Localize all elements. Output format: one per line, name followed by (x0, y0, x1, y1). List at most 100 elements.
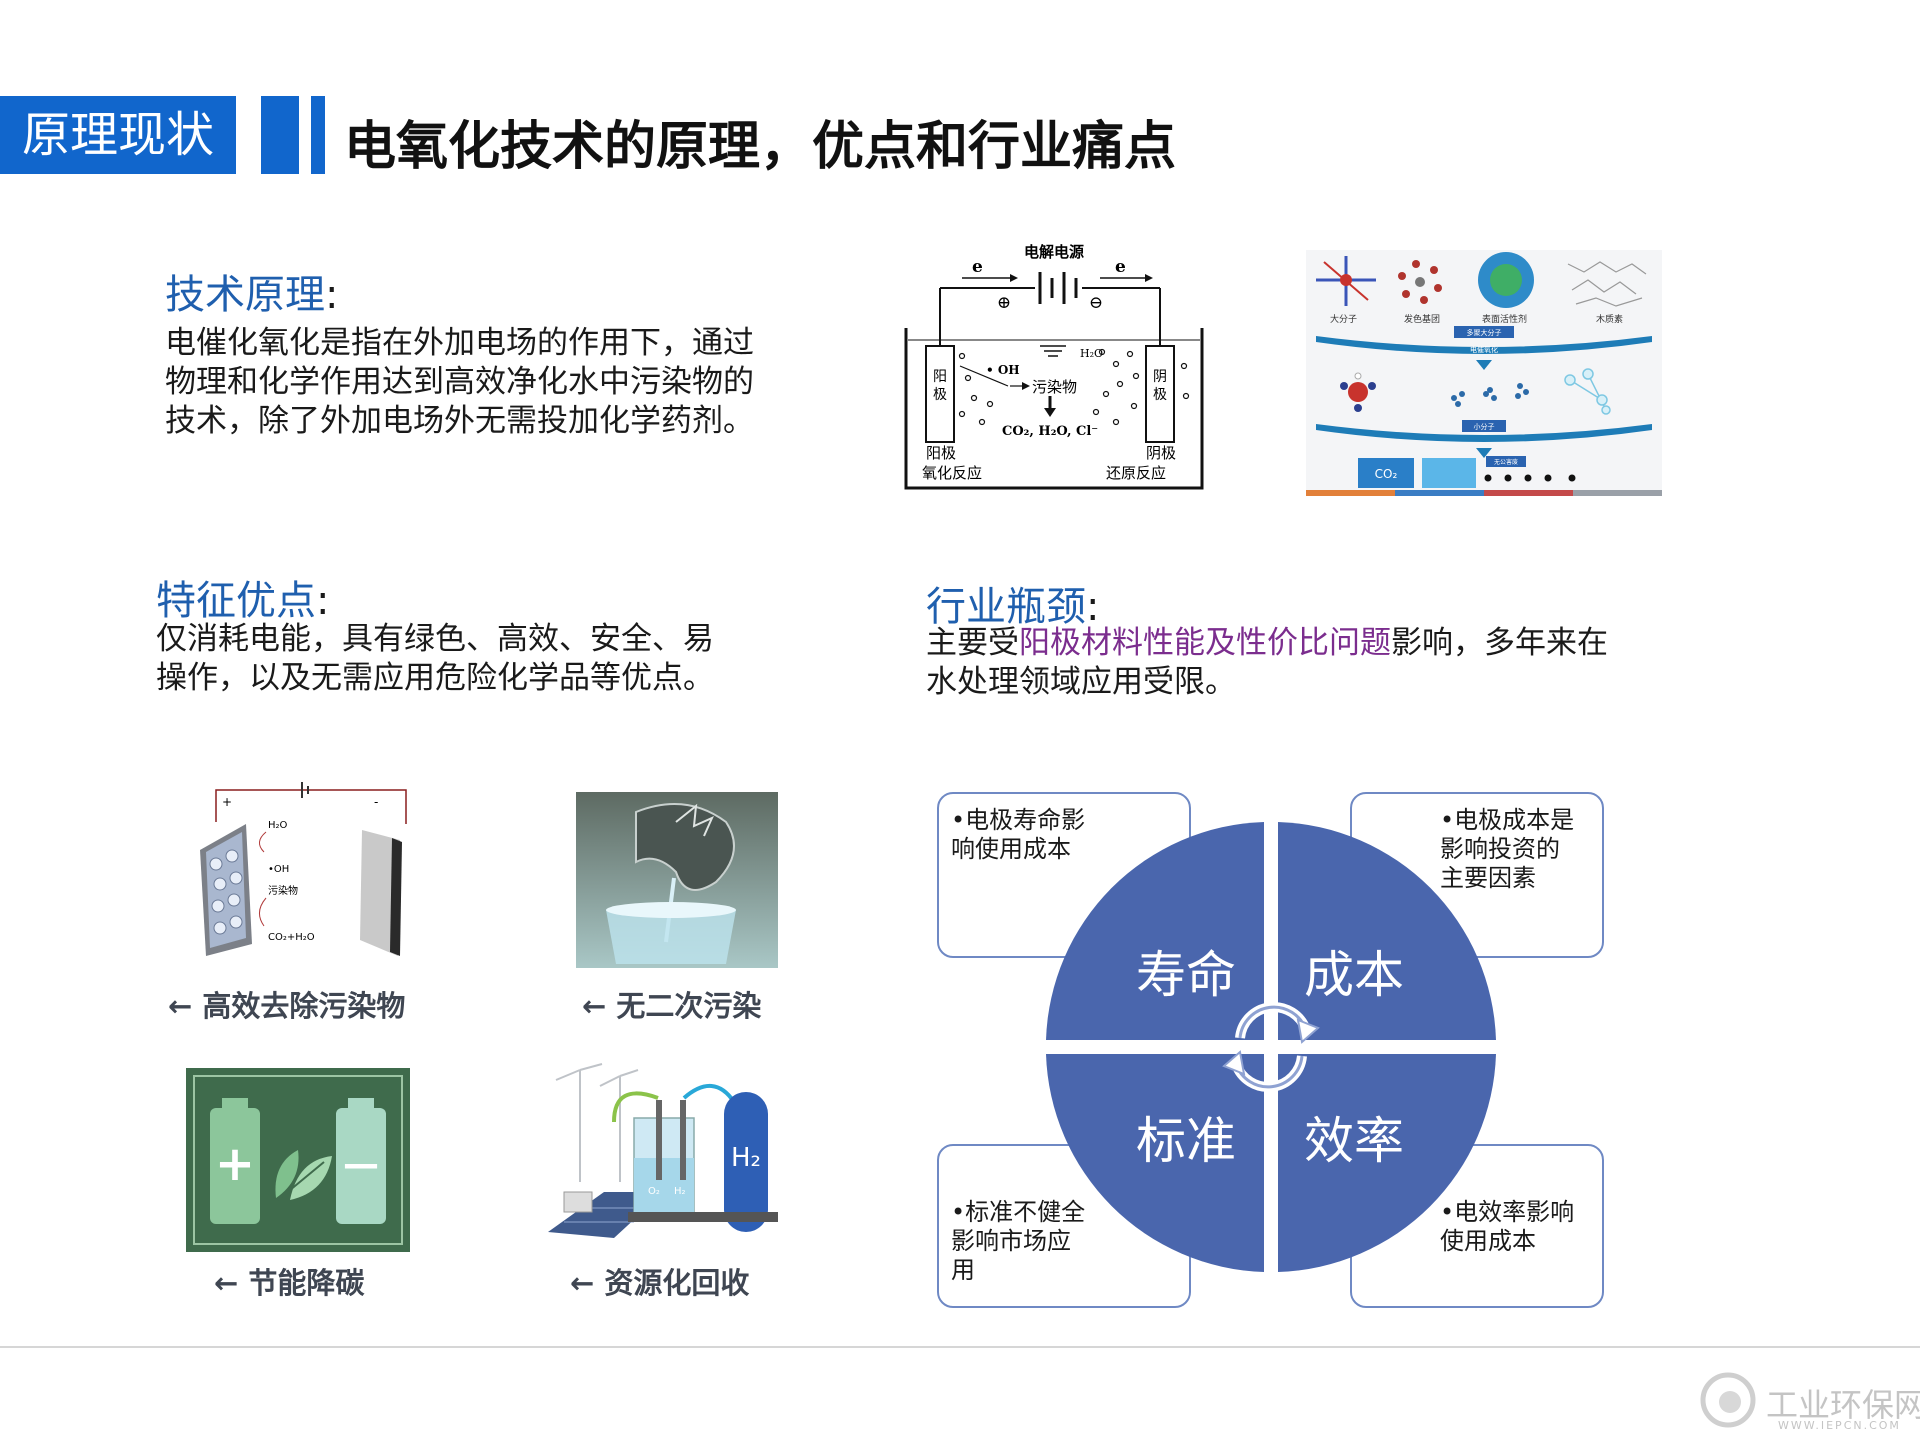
no-pollution-image (576, 792, 778, 968)
quadrant-lifetime (1046, 822, 1264, 1040)
bottleneck-title-text: 行业瓶颈 (926, 584, 1086, 630)
products-label: CO₂, H₂O, Cl⁻ (1002, 424, 1098, 439)
h2-mark: H₂ (731, 1143, 761, 1173)
pollutant-mark: 污染物 (268, 884, 298, 897)
feature-caption: ← 无二次污染 (582, 989, 762, 1023)
principle-title-colon: : (325, 272, 339, 318)
water-molecule-icon (1340, 372, 1376, 412)
small-molecule-icon (1451, 383, 1529, 407)
quadrant-note-line: 影响市场应 (951, 1227, 1071, 1255)
energy-saving-image: + — (186, 1068, 410, 1252)
o2-mark: O₂ (648, 1186, 660, 1197)
molecule-label: 大分子 (1330, 313, 1357, 325)
features-line: 仅消耗电能，具有绿色、高效、安全、易 (156, 621, 714, 657)
molecule-label: 发色基团 (1404, 313, 1440, 325)
pollutant-removal-image: + - H₂O •OH 污染物 CO₂+H₂O (200, 782, 407, 956)
principle-line: 技术，除了外加电场外无需投加化学药剂。 (165, 403, 754, 439)
quadrant-cost (1278, 822, 1496, 1040)
molecule-label: 木质素 (1596, 313, 1623, 325)
bottleneck-title-colon: : (1086, 584, 1100, 630)
anode-label-2: 极 (933, 387, 947, 403)
bottleneck-line: 主要受阳极材料性能及性价比问题影响，多年来在 (926, 624, 1646, 663)
lignin-icon (1567, 261, 1647, 307)
features-title-colon: : (316, 578, 330, 624)
principle-title: 技术原理: (165, 262, 338, 320)
watermark-logo-icon (1700, 1372, 1756, 1428)
bottleneck-text: 主要受 (926, 625, 1019, 661)
watermark-subtext: WWW.IEPCN.COM (1778, 1419, 1901, 1432)
features-title-text: 特征优点 (156, 578, 316, 624)
features-body: 仅消耗电能，具有绿色、高效、安全、易 操作，以及无需应用危险化学品等优点。 (156, 620, 776, 698)
arrow1-label: 多聚大分子 (1467, 328, 1502, 337)
cathode-reaction-title: 阴极 (1146, 444, 1176, 462)
anode-reaction-text: 氧化反应 (922, 464, 982, 482)
products-mark: CO₂+H₂O (268, 932, 315, 943)
chromophore-icon (1398, 260, 1442, 304)
principle-body: 电催化氧化是指在外加电场的作用下，通过 物理和化学作用达到高效净化水中污染物的 … (165, 324, 815, 441)
quadrant-efficiency (1278, 1054, 1496, 1272)
plus-symbol: ⊕ (997, 293, 1011, 313)
quadrant-note-line: •电极成本是 (1440, 806, 1575, 834)
battery-plus: + (215, 1136, 255, 1192)
quadrant-note-line: 使用成本 (1440, 1227, 1536, 1255)
footer-divider (0, 1346, 1920, 1348)
cathode-reaction-text: 还原反应 (1106, 464, 1166, 482)
cathode-label-2: 极 (1153, 387, 1167, 403)
h2o-label: H₂O (1080, 347, 1103, 360)
co2-label: CO₂ (1375, 467, 1398, 481)
resource-recovery-image: O₂ H₂ H₂ (548, 1063, 778, 1238)
quadrant-note-line: •电效率影响 (1440, 1198, 1575, 1226)
quadrant-note-line: 主要因素 (1440, 864, 1536, 892)
features-title: 特征优点: (156, 568, 329, 626)
features-line: 操作，以及无需应用危险化学品等优点。 (156, 660, 714, 696)
surfactant-icon (1478, 252, 1534, 308)
fragment-molecule-icon (1564, 368, 1611, 415)
quadrant-note-line: 用 (951, 1256, 975, 1284)
electron-left: e (972, 257, 983, 277)
principle-line: 物理和化学作用达到高效净化水中污染物的 (165, 364, 754, 400)
cathode-label: 阴 (1153, 369, 1167, 385)
macromolecule-icon (1316, 256, 1376, 306)
minus-mark: - (374, 795, 378, 809)
oh-label: • OH (986, 363, 1020, 377)
quadrant-note-line: •标准不健全 (951, 1198, 1086, 1226)
minus-symbol: ⊖ (1089, 293, 1103, 313)
title-bar-decoration-thin (311, 96, 325, 174)
battery-minus: — (343, 1144, 379, 1185)
title-bar-decoration (261, 96, 299, 174)
feature-caption: ← 节能降碳 (214, 1266, 365, 1300)
oh-mark: •OH (268, 864, 289, 875)
quadrant-note-line: 影响投资的 (1440, 835, 1560, 863)
arrow2-label: 小分子 (1474, 422, 1495, 431)
bottleneck-text: 影响，多年来在 (1391, 625, 1608, 661)
electrolysis-cell-diagram: 电解电源 ⊕ ⊖ e e 阳 极 阴 极 H₂O • OH 污染物 CO₂, H… (904, 243, 1204, 490)
anode-reaction-title: 阳极 (926, 444, 956, 462)
principle-title-text: 技术原理 (165, 272, 325, 318)
quadrant-note-line: •电极寿命影 (951, 806, 1086, 834)
quadrant-label: 效率 (1304, 1112, 1404, 1170)
feature-caption: ← 资源化回收 (570, 1266, 750, 1300)
h2-small-mark: H₂ (674, 1186, 686, 1197)
quadrant-circle (1046, 822, 1496, 1272)
page-title: 电氧化技术的原理，优点和行业痛点 (344, 117, 1177, 177)
watermark-text: 工业环保网 (1766, 1386, 1920, 1424)
arrow1-sub-label: 电催氧化 (1470, 345, 1498, 354)
quadrant-label: 成本 (1304, 946, 1404, 1004)
bottleneck-highlight: 阳极材料性能及性价比问题 (1019, 625, 1391, 661)
section-tag: 原理现状 (0, 96, 236, 174)
principle-line: 电催化氧化是指在外加电场的作用下，通过 (165, 325, 754, 361)
bottleneck-body: 主要受阳极材料性能及性价比问题影响，多年来在 水处理领域应用受限。 (926, 624, 1646, 702)
electron-right: e (1115, 257, 1126, 277)
bottleneck-title: 行业瓶颈: (926, 574, 1099, 632)
anode-label: 阳 (933, 369, 947, 385)
feature-caption: ← 高效去除污染物 (168, 989, 406, 1023)
quadrant-label: 标准 (1136, 1112, 1236, 1170)
h2o-mark: H₂O (268, 820, 288, 831)
final-label: 无公害废 (1494, 458, 1518, 466)
pollutant-label: 污染物 (1032, 378, 1077, 396)
molecule-label: 表面活性剂 (1482, 313, 1527, 325)
quadrant-note-line: 响使用成本 (951, 835, 1071, 863)
power-label: 电解电源 (1024, 243, 1084, 261)
quadrant-standard (1046, 1054, 1264, 1272)
quadrant-label: 寿命 (1136, 946, 1236, 1004)
